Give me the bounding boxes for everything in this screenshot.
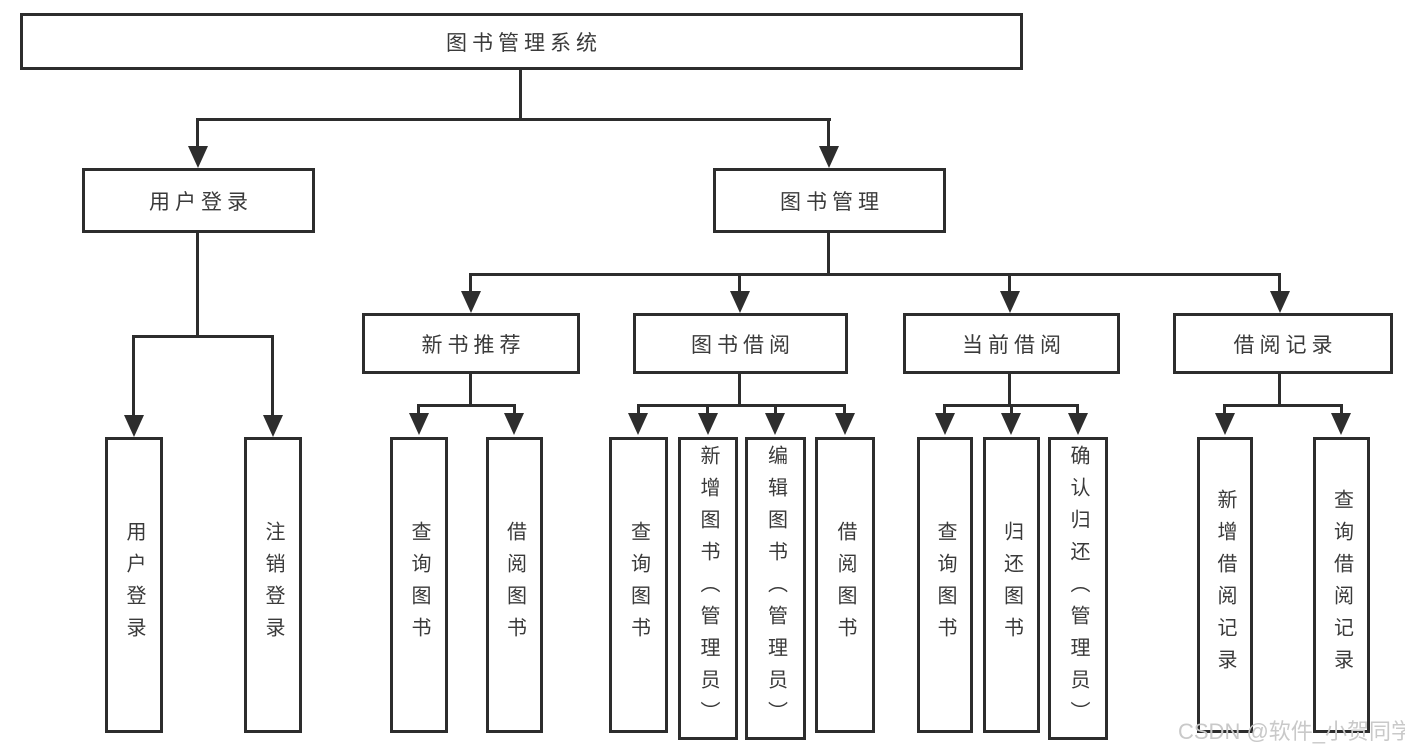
connector-line <box>196 233 199 335</box>
connector-line <box>469 374 472 404</box>
arrow-down-icon <box>124 415 144 437</box>
connector-line <box>1223 404 1226 414</box>
connector-line <box>132 335 135 415</box>
arrow-down-icon <box>819 146 839 168</box>
node-book-borrowing: 图书借阅 <box>633 313 848 374</box>
arrow-down-icon <box>935 413 955 435</box>
arrow-down-icon <box>628 413 648 435</box>
connector-line <box>1340 404 1343 414</box>
arrow-down-icon <box>698 413 718 435</box>
leaf-add-borrow-record: 新增借阅记录 <box>1197 437 1253 733</box>
connector-line <box>1278 273 1281 291</box>
arrow-down-icon <box>409 413 429 435</box>
connector-line <box>1008 374 1011 404</box>
arrow-down-icon <box>504 413 524 435</box>
connector-line <box>1008 273 1011 291</box>
leaf-query-books-3: 查询图书 <box>917 437 973 733</box>
leaf-borrow-books-1: 借阅图书 <box>486 437 543 733</box>
arrow-down-icon <box>835 413 855 435</box>
connector-line <box>738 374 741 404</box>
connector-line <box>706 404 709 414</box>
leaf-add-books-admin: 新增图书（管理员） <box>678 437 738 740</box>
leaf-logout: 注销登录 <box>244 437 302 733</box>
arrow-down-icon <box>730 291 750 313</box>
connector-line <box>843 404 846 414</box>
arrow-down-icon <box>1068 413 1088 435</box>
connector-line <box>196 118 199 146</box>
arrow-down-icon <box>1001 413 1021 435</box>
connector-line <box>638 404 845 407</box>
connector-line <box>513 404 516 414</box>
connector-line <box>1278 374 1281 404</box>
arrow-down-icon <box>1215 413 1235 435</box>
node-current-borrowing: 当前借阅 <box>903 313 1120 374</box>
arrow-down-icon <box>461 291 481 313</box>
csdn-watermark: CSDN @软件_小贺同学 <box>1178 719 1405 744</box>
connector-line <box>519 70 522 118</box>
connector-line <box>774 404 777 414</box>
arrow-down-icon <box>1270 291 1290 313</box>
connector-line <box>271 335 274 415</box>
node-borrowing-records: 借阅记录 <box>1173 313 1393 374</box>
arrow-down-icon <box>1000 291 1020 313</box>
connector-line <box>417 404 420 414</box>
node-new-book-recommendation: 新书推荐 <box>362 313 580 374</box>
connector-line <box>637 404 640 414</box>
leaf-return-books: 归还图书 <box>983 437 1040 733</box>
connector-line <box>1010 404 1013 414</box>
leaf-borrow-books-2: 借阅图书 <box>815 437 875 733</box>
leaf-confirm-return-admin: 确认归还（管理员） <box>1048 437 1108 740</box>
connector-line <box>418 404 515 407</box>
node-book-management: 图书管理 <box>713 168 946 233</box>
connector-line <box>197 118 831 121</box>
connector-line <box>827 233 830 273</box>
arrow-down-icon <box>188 146 208 168</box>
connector-line <box>827 118 830 146</box>
arrow-down-icon <box>263 415 283 437</box>
arrow-down-icon <box>765 413 785 435</box>
leaf-query-books-1: 查询图书 <box>390 437 448 733</box>
connector-line <box>738 273 741 291</box>
connector-line <box>470 273 1280 276</box>
connector-line <box>469 273 472 291</box>
connector-line <box>133 335 273 338</box>
leaf-query-books-2: 查询图书 <box>609 437 668 733</box>
connector-line <box>1225 404 1341 407</box>
arrow-down-icon <box>1331 413 1351 435</box>
node-library-management-system: 图书管理系统 <box>20 13 1023 70</box>
leaf-query-borrow-record: 查询借阅记录 <box>1313 437 1370 733</box>
leaf-edit-books-admin: 编辑图书（管理员） <box>745 437 806 740</box>
connector-line <box>943 404 946 414</box>
node-user-login: 用户登录 <box>82 168 315 233</box>
connector-line <box>1076 404 1079 414</box>
leaf-user-login: 用户登录 <box>105 437 163 733</box>
